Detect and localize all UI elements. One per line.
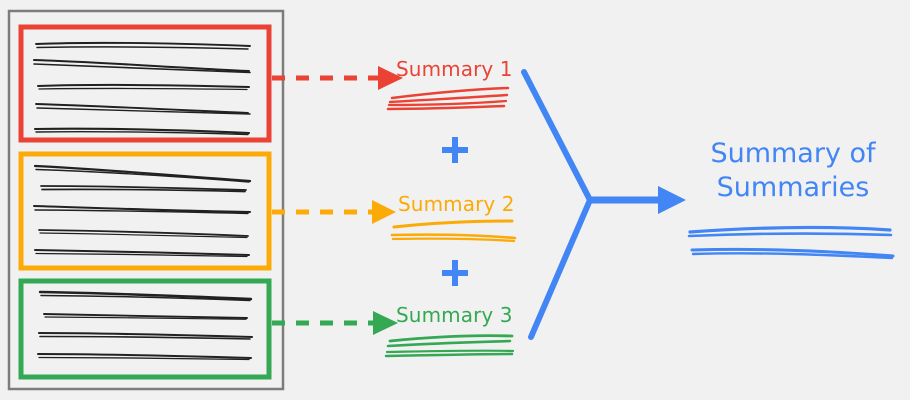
summary-3-label: Summary 3	[396, 303, 513, 327]
source-section-2-text-lines	[33, 164, 252, 258]
dashed-arrow-red	[272, 66, 403, 90]
merge-arrow	[521, 69, 686, 340]
source-section-1-box[interactable]	[18, 24, 272, 143]
summary-1-label: Summary 1	[396, 57, 513, 81]
summary-1-squiggles	[386, 86, 510, 111]
dashed-arrow-green	[272, 311, 398, 335]
source-section-2-box[interactable]	[18, 151, 272, 271]
plus-operator-1-icon	[442, 137, 468, 163]
final-summary-squiggles	[687, 225, 895, 260]
plus-operator-2-icon	[442, 260, 468, 286]
final-summary-title: Summary of Summaries	[690, 137, 896, 205]
summary-2-squiggles	[390, 219, 517, 243]
source-section-1-text-lines	[33, 42, 251, 136]
final-summary-title-line-1: Summary of	[710, 138, 876, 169]
dashed-arrow-yellow	[272, 200, 396, 224]
source-document-frame	[7, 9, 285, 391]
source-section-3-text-lines	[37, 290, 254, 361]
final-summary-title-line-2: Summaries	[716, 172, 870, 203]
summary-3-squiggles	[384, 334, 515, 358]
summary-2-label: Summary 2	[398, 192, 515, 216]
source-section-3-box[interactable]	[18, 278, 272, 380]
